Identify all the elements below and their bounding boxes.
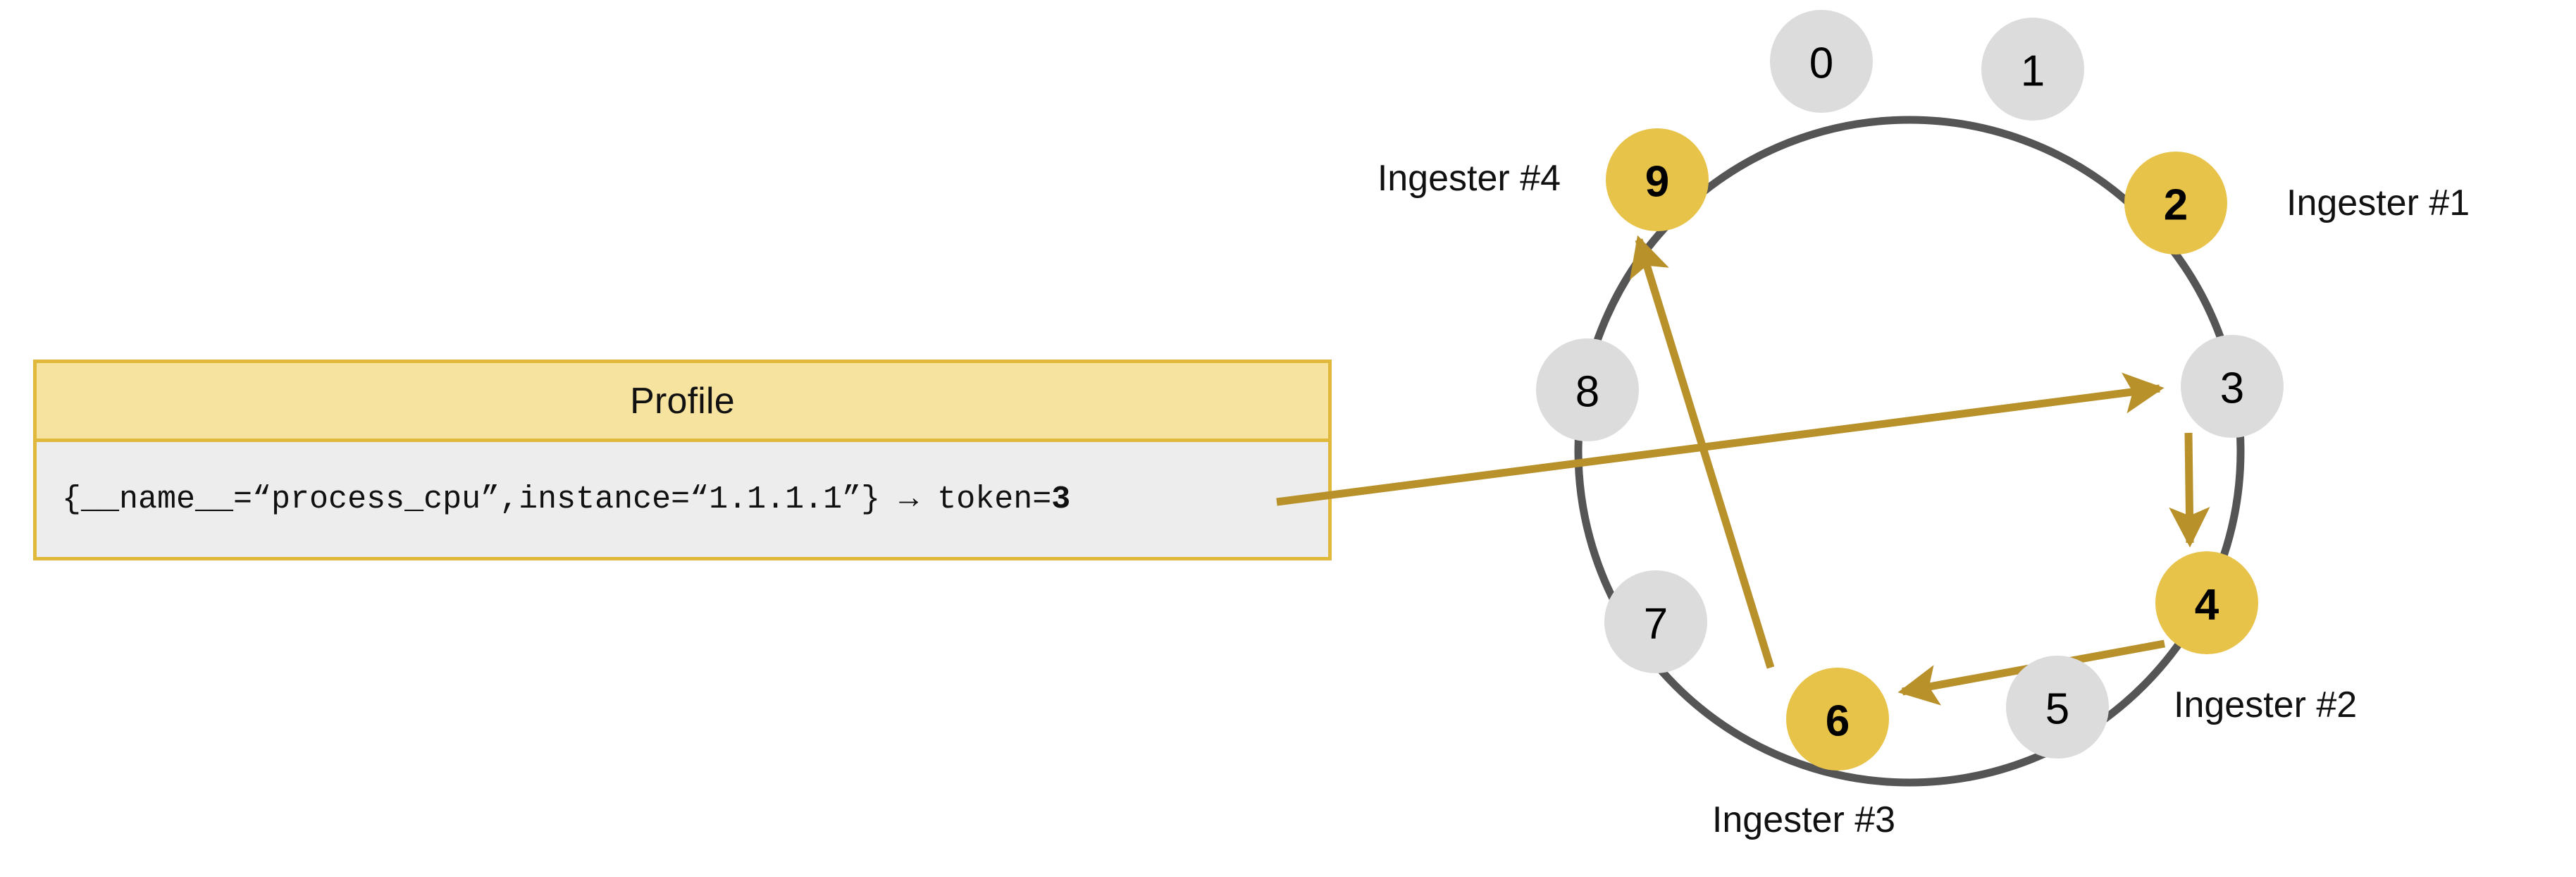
- token-node-3[interactable]: 3: [2181, 335, 2284, 438]
- ingester-label-3: Ingester #3: [1712, 799, 1895, 840]
- token-node-7-label: 7: [1644, 600, 1668, 649]
- token-node-9[interactable]: 9: [1606, 128, 1709, 231]
- flow-arrows: [1276, 235, 2210, 706]
- token-node-0[interactable]: 0: [1770, 10, 1873, 113]
- token-node-4[interactable]: 4: [2155, 551, 2258, 654]
- token-node-1-label: 1: [2021, 47, 2045, 96]
- flow-profile-to-token-3: [1276, 372, 2165, 506]
- token-node-2[interactable]: 2: [2124, 152, 2227, 254]
- profile-expression-text: {__name__=“process_cpu”,instance=“1.1.1.…: [62, 482, 1052, 517]
- profile-card-header: Profile: [37, 363, 1328, 442]
- token-node-3-label: 3: [2220, 364, 2244, 413]
- token-nodes: 0 1 2 3 4 5: [1536, 10, 2284, 771]
- token-node-1-circle: [1981, 18, 2084, 121]
- token-node-5-label: 5: [2045, 685, 2069, 734]
- token-node-8-circle: [1536, 338, 1639, 441]
- hash-ring-circle: [1574, 116, 2245, 787]
- token-node-2-label: 2: [2164, 181, 2188, 230]
- token-node-9-circle: [1606, 128, 1709, 231]
- token-node-5[interactable]: 5: [2006, 656, 2109, 759]
- token-node-4-circle: [2155, 551, 2258, 654]
- token-node-0-circle: [1770, 10, 1873, 113]
- flow-token-6-to-token-9: [1630, 235, 1775, 669]
- profile-expression: {__name__=“process_cpu”,instance=“1.1.1.…: [62, 482, 1070, 517]
- token-node-2-circle: [2124, 152, 2227, 254]
- token-node-5-circle: [2006, 656, 2109, 759]
- token-node-3-circle: [2181, 335, 2284, 438]
- profile-card-body: {__name__=“process_cpu”,instance=“1.1.1.…: [37, 442, 1328, 557]
- ingester-labels: Ingester #1 Ingester #2 Ingester #3 Inge…: [1377, 158, 2470, 840]
- token-node-6-label: 6: [1826, 697, 1850, 746]
- token-node-8[interactable]: 8: [1536, 338, 1639, 441]
- token-node-8-label: 8: [1575, 368, 1599, 417]
- ingester-label-1: Ingester #1: [2286, 183, 2470, 223]
- profile-card: Profile {__name__=“process_cpu”,instance…: [33, 360, 1332, 560]
- ingester-label-2: Ingester #2: [2174, 685, 2357, 725]
- token-node-7-circle: [1604, 570, 1707, 673]
- profile-title: Profile: [630, 380, 735, 422]
- ingester-label-4: Ingester #4: [1377, 158, 1561, 199]
- token-node-0-label: 0: [1809, 39, 1833, 88]
- token-node-6-circle: [1786, 668, 1889, 771]
- token-node-7[interactable]: 7: [1604, 570, 1707, 673]
- profile-token-value: 3: [1051, 482, 1071, 517]
- token-node-6[interactable]: 6: [1786, 668, 1889, 771]
- token-node-9-label: 9: [1645, 158, 1669, 207]
- token-node-1[interactable]: 1: [1981, 18, 2084, 121]
- token-node-4-label: 4: [2195, 581, 2219, 630]
- flow-token-3-to-token-4: [2169, 432, 2210, 548]
